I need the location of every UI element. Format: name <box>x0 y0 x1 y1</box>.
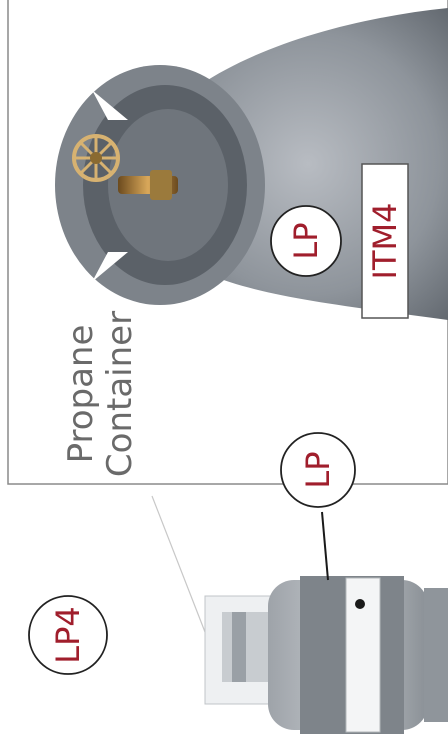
lp-connector-line <box>321 511 329 581</box>
lp-label-top: LP <box>287 222 325 260</box>
caption-leader-line <box>151 495 206 633</box>
lp-callout-circle-top <box>270 205 342 277</box>
lp-label-bottom: LP <box>299 451 337 489</box>
caption-line-container: Container <box>100 310 140 478</box>
lp4-callout-circle <box>28 595 108 675</box>
lp-callout-circle-bottom <box>280 432 356 508</box>
lp4-label: LP4 <box>49 606 87 664</box>
itm4-label: ITM4 <box>366 202 404 280</box>
propane-tank-icon <box>204 576 448 734</box>
itm4-callout-box <box>361 163 409 319</box>
caption-line-propane: Propane <box>61 324 101 464</box>
